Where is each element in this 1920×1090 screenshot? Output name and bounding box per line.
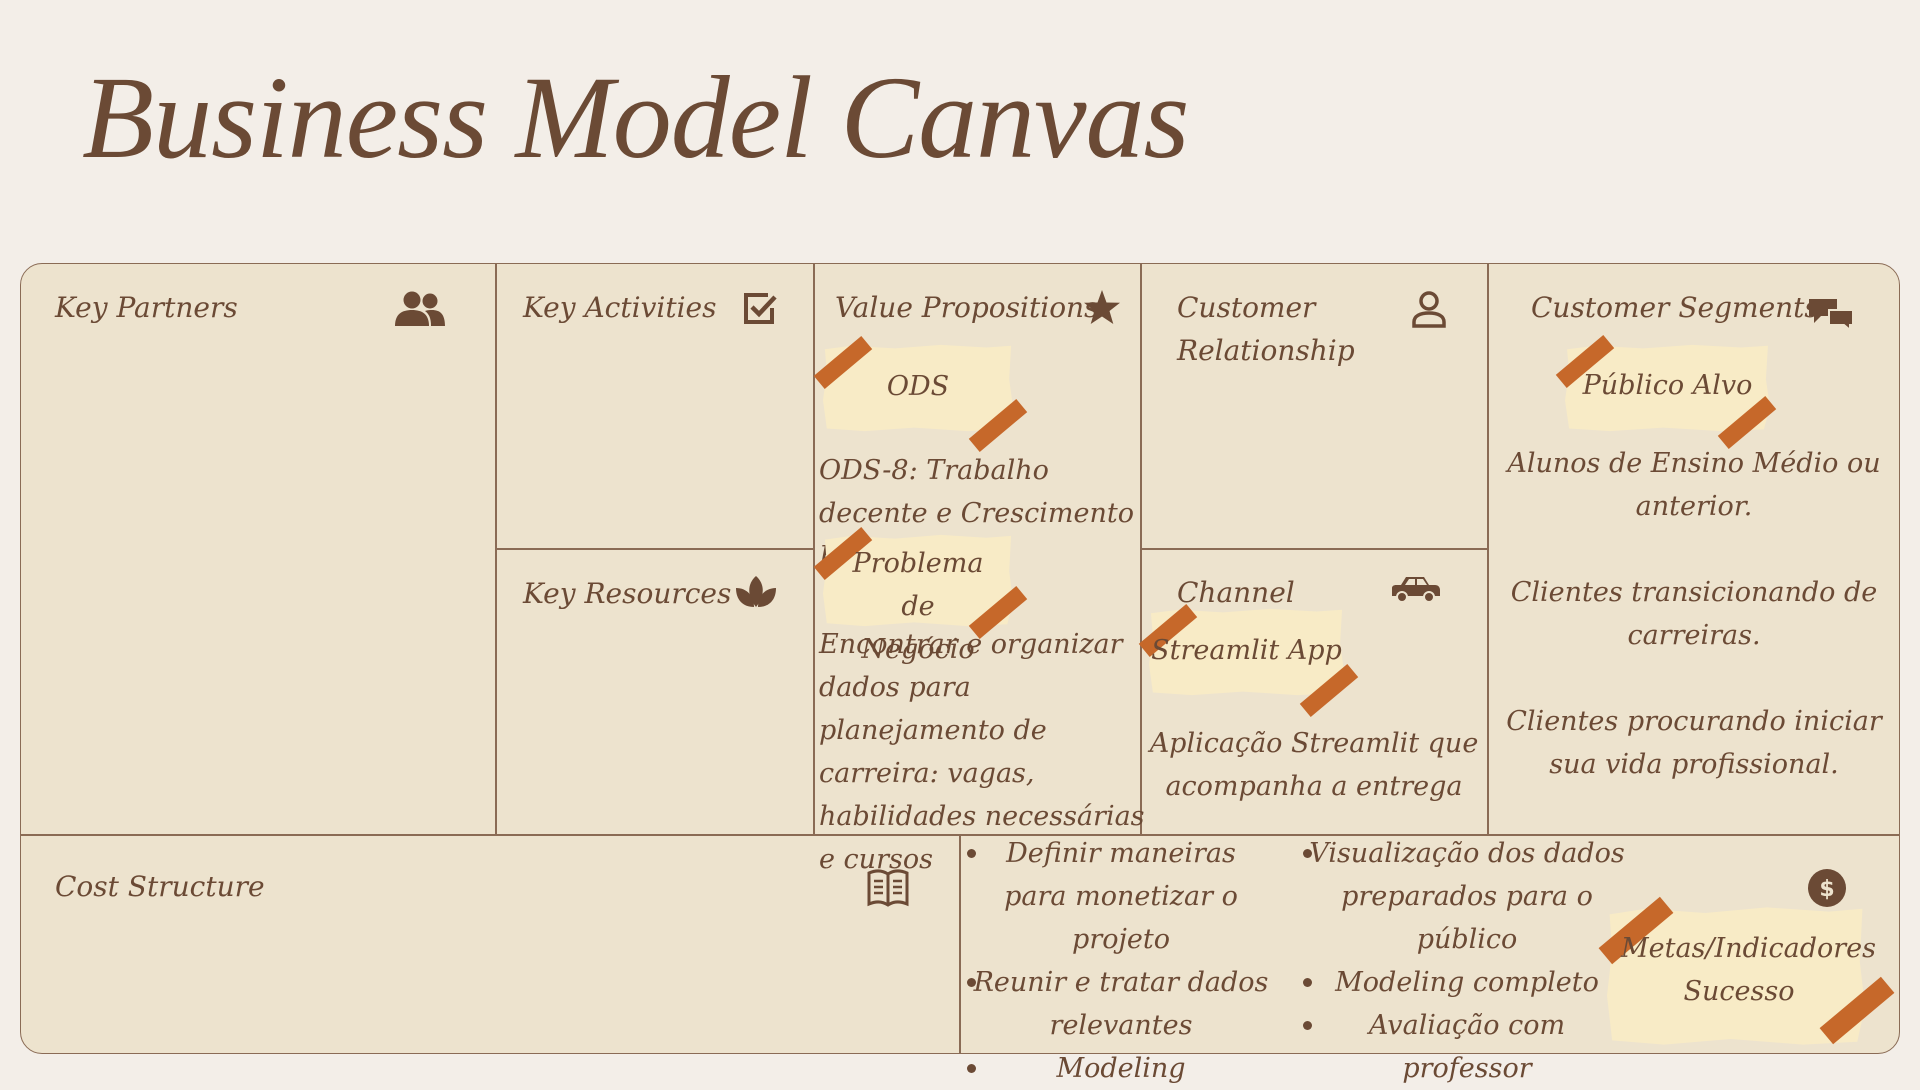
svg-text:$: $ xyxy=(1819,877,1834,902)
cost-structure-label: Cost Structure xyxy=(55,870,265,903)
user-icon xyxy=(1412,291,1446,328)
value-propositions-label: Value Propositions xyxy=(835,291,1099,324)
customer-relationship-label-line2: Relationship xyxy=(1177,334,1355,367)
divider xyxy=(1140,548,1487,550)
checkbox-icon xyxy=(744,293,777,324)
channel-label: Channel xyxy=(1177,576,1295,609)
target-audience-note-label: Público Alvo xyxy=(1582,370,1753,401)
star-icon xyxy=(1084,290,1120,324)
customer-segments-label: Customer Segments xyxy=(1531,291,1819,324)
segment-item: Clientes procurando iniciar sua vida pro… xyxy=(1506,706,1882,780)
business-model-canvas: Key Partners Key Activities Key Resource… xyxy=(20,263,1900,1084)
list-item: Modeling xyxy=(967,1047,1271,1090)
people-icon xyxy=(395,291,445,326)
car-icon xyxy=(1392,577,1440,603)
dollar-icon: $ xyxy=(1808,869,1846,907)
book-icon xyxy=(867,869,909,907)
channel-description: Aplicação Streamlit que acompanha a entr… xyxy=(1149,728,1479,802)
bullet-list: Visualização dos dados preparados para o… xyxy=(1303,832,1627,1090)
divider xyxy=(1487,264,1489,834)
divider xyxy=(495,548,813,550)
divider xyxy=(813,264,815,834)
list-item: Visualização dos dados preparados para o… xyxy=(1303,832,1627,961)
list-item: Modeling completo xyxy=(1303,961,1627,1004)
business-problem-description: Encontrar e organizar dados para planeja… xyxy=(819,629,1145,875)
business-problem-note-label: Problema de Negócio xyxy=(852,548,984,665)
ods-note-label: ODS xyxy=(886,371,950,402)
success-metrics-note-label: Metas/Indicadores Sucesso xyxy=(1621,933,1876,1007)
list-item: Definir maneiras para monetizar o projet… xyxy=(967,832,1271,961)
list-item: Reunir e tratar dados relevantes xyxy=(967,961,1271,1047)
customer-relationship-label-line1: Customer xyxy=(1177,291,1316,324)
divider xyxy=(959,834,961,1054)
chat-icon xyxy=(1809,299,1854,331)
segment-item: Clientes transicionando de carreiras. xyxy=(1510,577,1878,651)
page-title: Business Model Canvas xyxy=(82,52,1189,183)
streamlit-app-note-label: Streamlit App xyxy=(1151,635,1342,666)
bullet-list: Definir maneiras para monetizar o projet… xyxy=(967,832,1271,1090)
key-activities-label: Key Activities xyxy=(523,291,717,324)
leaf-icon xyxy=(736,576,776,607)
key-resources-label: Key Resources xyxy=(523,577,732,610)
segment-item: Alunos de Ensino Médio ou anterior. xyxy=(1507,448,1881,522)
list-item: Avaliação com professor xyxy=(1303,1004,1627,1090)
key-partners-label: Key Partners xyxy=(55,291,238,324)
